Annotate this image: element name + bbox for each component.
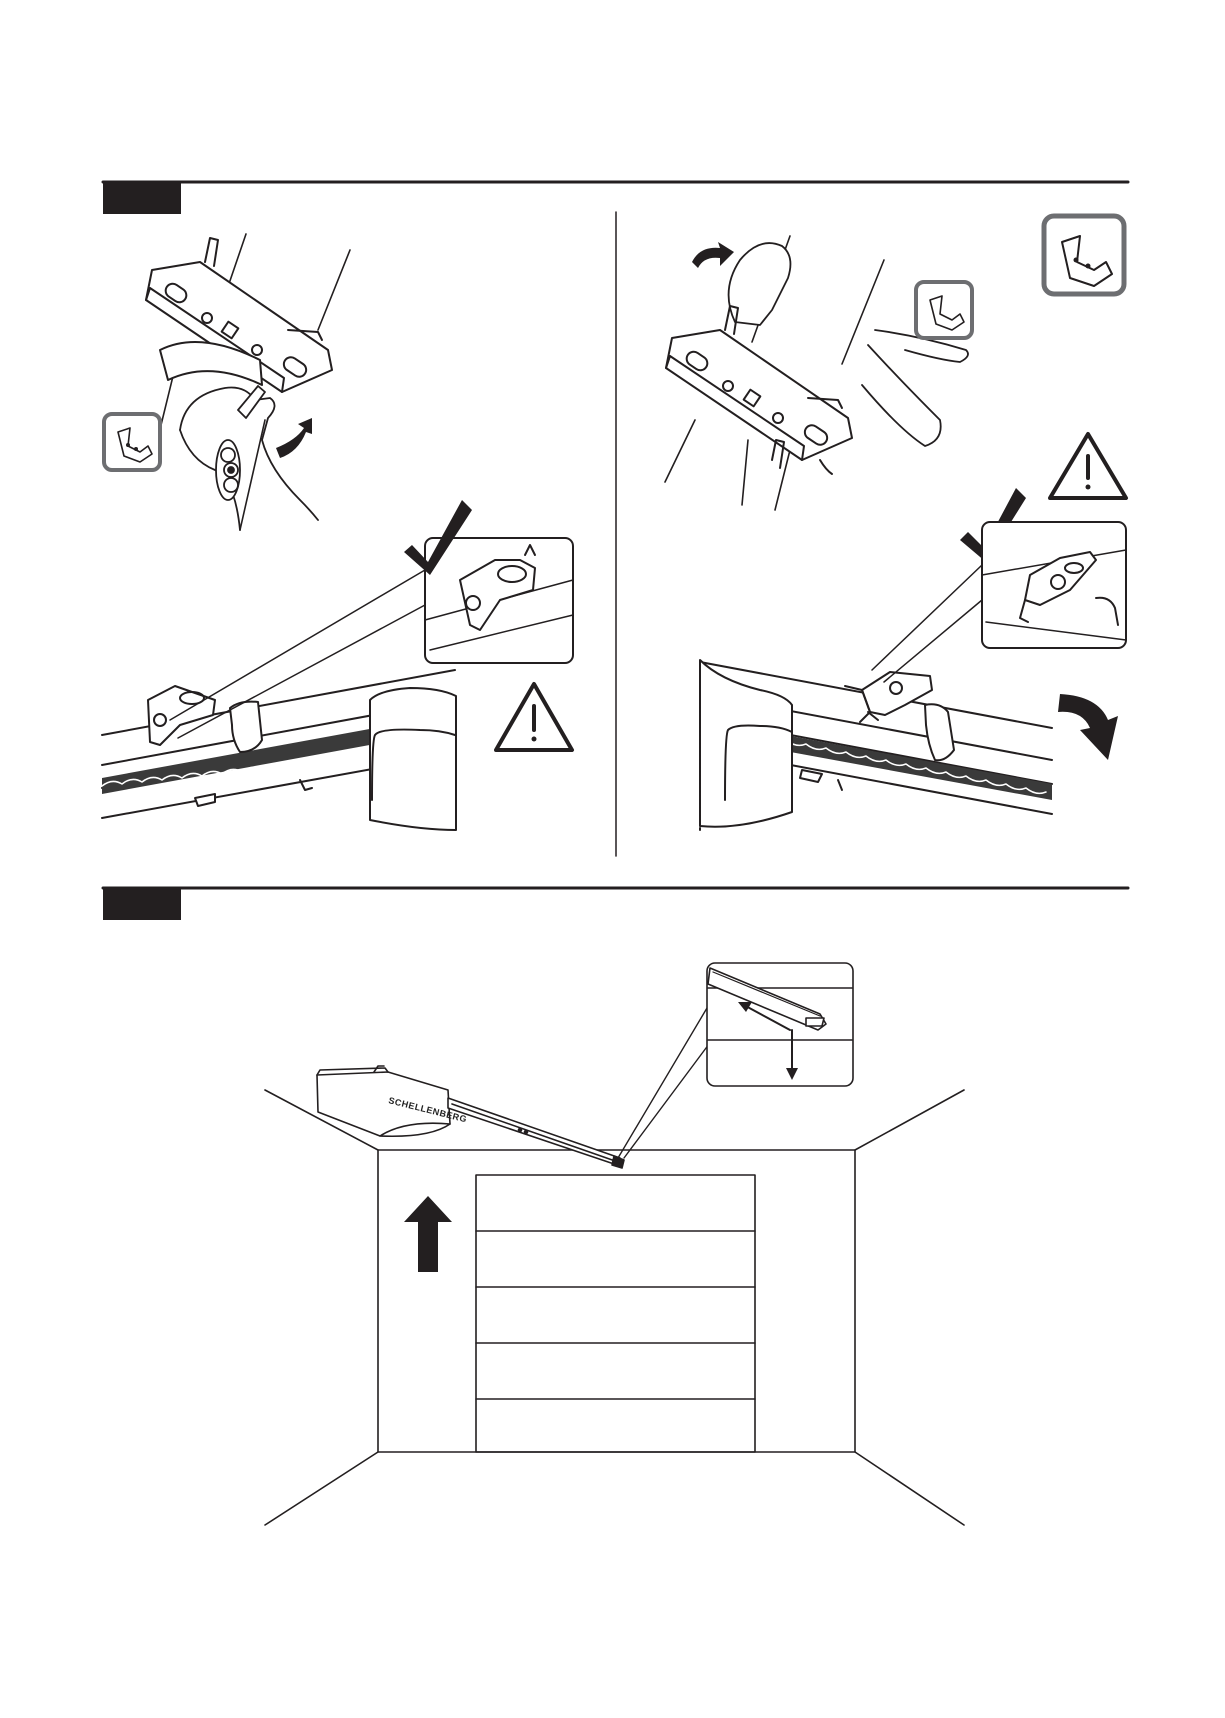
rotate-arrow-icon: [1058, 694, 1118, 760]
rotate-arrow-icon: [692, 242, 734, 268]
garage-door: [476, 1175, 755, 1452]
wrench-icon: [104, 414, 160, 470]
detail-callout-right: [872, 522, 1126, 682]
panel-right: [665, 216, 1126, 830]
warning-icon: [1050, 434, 1126, 498]
step-header-1: [103, 182, 1128, 214]
panel-left: [102, 234, 573, 830]
mounting-bracket-right: [666, 306, 852, 474]
hand-icon: [180, 386, 318, 530]
rail-left: [102, 670, 456, 830]
wrench-icon: [1044, 216, 1124, 294]
chain-right: [785, 735, 1052, 800]
up-arrow-icon: [404, 1196, 452, 1272]
step-header-2: [103, 888, 1128, 920]
detail-callout-rail: [618, 963, 853, 1158]
wrench-icon: [916, 282, 972, 338]
opener-rail: [448, 1098, 624, 1168]
opener-motor: SCHELLENBERG: [317, 1066, 468, 1136]
warning-icon: [496, 684, 572, 750]
rail-right: [700, 660, 1052, 830]
rotate-arrow-icon: [276, 418, 312, 458]
garage-scene: SCHELLENBERG: [265, 963, 964, 1525]
mounting-bracket-left: [146, 238, 332, 392]
